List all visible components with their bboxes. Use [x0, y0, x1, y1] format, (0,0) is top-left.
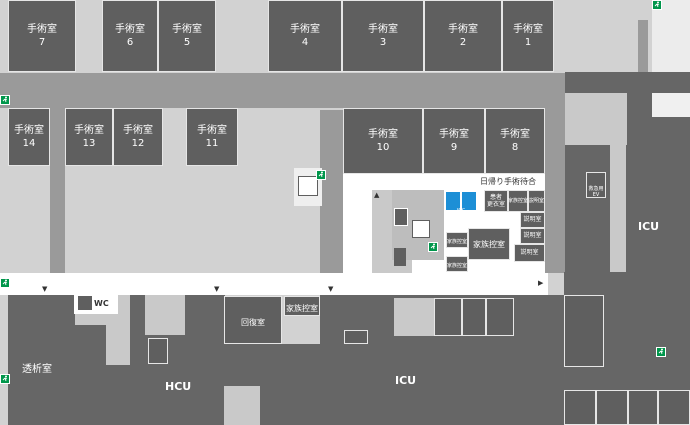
arrow-marker-icon: ▶ — [538, 279, 544, 287]
emergency-elevator — [586, 172, 606, 198]
icu-bottom-block — [224, 344, 564, 425]
corridor-band-right — [545, 108, 565, 273]
icu-label-bottom: ICU — [395, 374, 417, 387]
family-room-small-a-label: 家族控室 — [508, 198, 529, 204]
family-room-small-c — [446, 256, 468, 272]
icu-bottom-room-4 — [344, 330, 368, 344]
emergency-exit-icon — [0, 374, 10, 384]
hcu-room-small — [148, 338, 168, 364]
arrow-marker-icon: ▼ — [328, 285, 334, 293]
patient-changing-room: 患者更衣室 — [484, 190, 508, 212]
explanation-room-2-label: 説明室 — [523, 216, 542, 223]
family-room-small-b-label: 家族控室 — [446, 239, 467, 245]
icu-lower-right-room-5 — [658, 390, 690, 425]
elevator-icon — [394, 208, 408, 226]
icu-lower-right-room-1 — [564, 295, 604, 367]
family-waiting-bottom-label: 家族控室 — [286, 304, 318, 313]
explanation-room-1 — [528, 190, 545, 212]
icu-bottom-room-1 — [434, 298, 462, 336]
icu-lower-right-room-2 — [564, 390, 596, 425]
emergency-exit-icon — [428, 242, 438, 252]
arrow-marker-icon: ▲ — [374, 191, 380, 199]
stairs-icon — [298, 176, 318, 196]
icu-window-right — [652, 93, 690, 117]
lower-left-light-2 — [106, 325, 130, 365]
explanation-room-3 — [520, 228, 545, 244]
icu-side-strip — [610, 145, 626, 272]
emergency-exit-icon — [652, 0, 662, 10]
icu-light-corner — [565, 93, 627, 145]
main-corridor — [0, 273, 548, 295]
icu-lower-right-room-4 — [628, 390, 658, 425]
icu-bottom-room-3 — [486, 298, 514, 336]
recovery-room — [224, 296, 282, 344]
hcu-light — [145, 295, 185, 335]
icu-lower-right-room-3 — [596, 390, 628, 425]
dialysis-label: 透析室 — [22, 364, 52, 375]
icu-bottom-room-2 — [462, 298, 486, 336]
wc-label: WC — [94, 299, 109, 308]
emergency-exit-icon — [0, 278, 10, 288]
shaft-top — [638, 20, 648, 72]
icu-bottom-light-1 — [394, 298, 434, 336]
icu-bottom-light-2 — [224, 386, 260, 425]
family-waiting-room-center — [468, 228, 510, 260]
toilet-icon — [394, 248, 406, 266]
day-surgery-waiting-label: 日帰り手術待合 — [480, 177, 536, 186]
family-room-small-a — [508, 190, 528, 212]
explanation-room-3-label: 説明室 — [523, 232, 542, 239]
explanation-room-4-label: 説明室 — [520, 249, 539, 256]
icu-label-right: ICU — [638, 220, 660, 233]
accessible-wc-label: WC — [456, 208, 466, 214]
accessible-wc-icon — [462, 192, 476, 210]
family-waiting-room-bottom — [284, 296, 320, 316]
family-room-small-c-label: 家族控室 — [446, 263, 467, 269]
toilet-icon — [78, 296, 92, 310]
recovery-room-label: 回復室 — [241, 318, 265, 327]
emergency-exit-icon — [316, 170, 326, 180]
family-room-small-b — [446, 232, 468, 248]
family-waiting-center-label: 家族控室 — [473, 240, 505, 249]
emergency-exit-icon — [0, 95, 10, 105]
corridor-band-left — [50, 108, 65, 273]
stairs-icon — [412, 220, 430, 238]
emergency-exit-icon — [656, 347, 666, 357]
arrow-marker-icon: ▼ — [214, 285, 220, 293]
explanation-room-1-label: 説明室 — [528, 198, 544, 204]
arrow-marker-icon: ▼ — [42, 285, 48, 293]
corridor-band-center — [320, 110, 343, 273]
hcu-label: HCU — [165, 380, 192, 393]
wheelchair-icon — [446, 192, 460, 210]
explanation-room-4 — [514, 244, 545, 262]
corridor-band-upper — [0, 73, 660, 108]
explanation-room-2 — [520, 212, 545, 228]
icu-gap — [652, 0, 690, 72]
